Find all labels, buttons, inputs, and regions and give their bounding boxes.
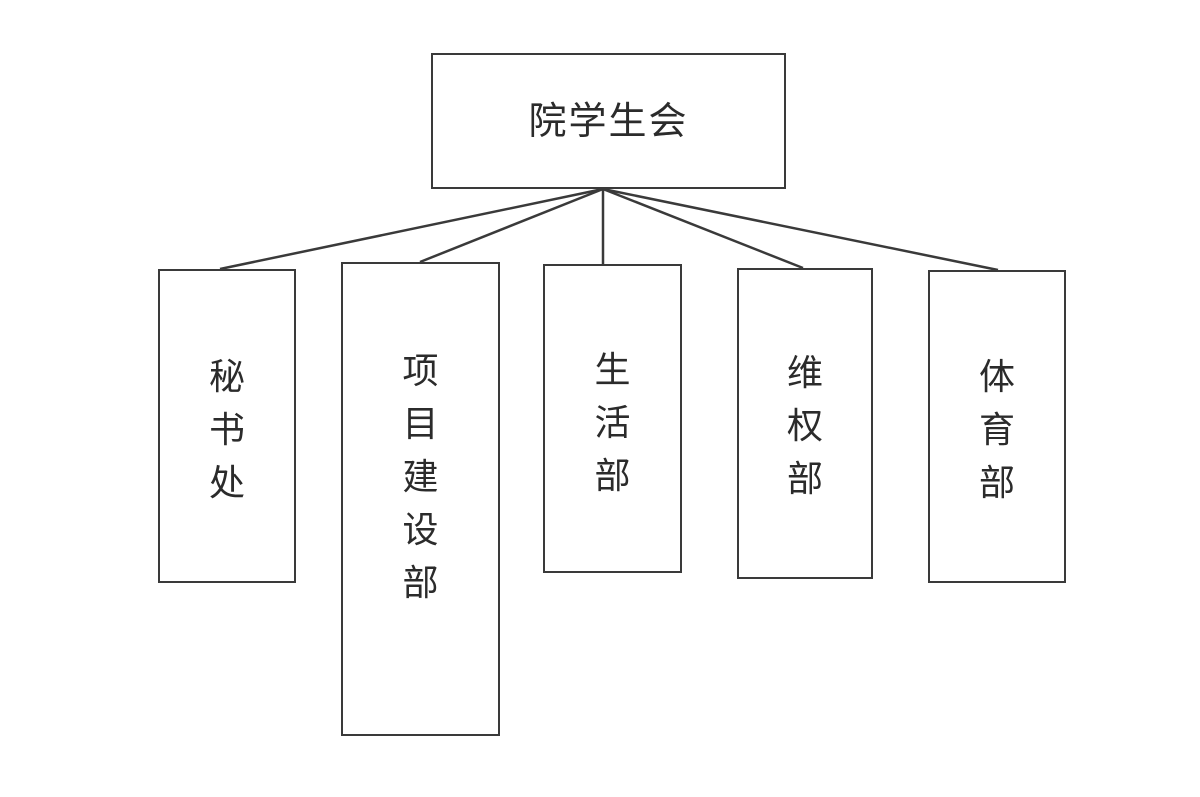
connector-sports [602, 187, 999, 272]
connector-rights [602, 187, 804, 270]
dept-node-label: 体育部 [978, 357, 1015, 504]
dept-node-rights: 维权部 [737, 268, 873, 579]
connector-secretariat [219, 187, 604, 271]
dept-node-project-construction: 项目建设部 [341, 262, 500, 736]
root-node: 院学生会 [431, 53, 786, 189]
dept-node-label: 生活部 [594, 350, 631, 497]
dept-node-label: 维权部 [786, 353, 823, 500]
dept-node-label: 项目建设部 [402, 351, 439, 604]
connector-project-construction [419, 187, 604, 264]
dept-node-life: 生活部 [543, 264, 682, 573]
dept-node-label: 秘书处 [208, 357, 245, 504]
root-node-label: 院学生会 [528, 98, 689, 143]
dept-node-secretariat: 秘书处 [158, 269, 296, 583]
dept-node-sports: 体育部 [928, 270, 1066, 583]
